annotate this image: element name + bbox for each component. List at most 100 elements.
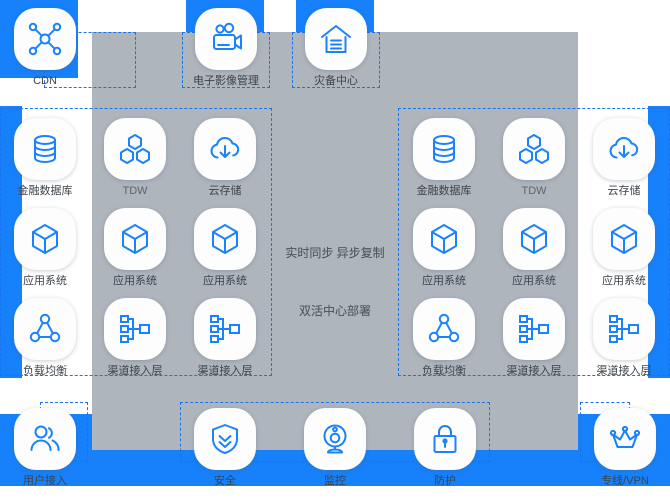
tile-r-app-2[interactable] [503, 208, 565, 270]
node-cdn[interactable]: CDN [0, 8, 90, 88]
lock-icon [428, 422, 462, 456]
cube-icon [517, 222, 551, 256]
node-b-vpn[interactable]: 专线/VPN [580, 408, 670, 488]
node-r-app-1[interactable]: 应用系统 [399, 208, 489, 288]
tile-r-app-1[interactable] [413, 208, 475, 270]
node-l-app-3[interactable]: 应用系统 [180, 208, 270, 288]
node-b-user[interactable]: 用户接入 [0, 408, 90, 488]
tile-b-sec[interactable] [194, 408, 256, 470]
tile-eimg[interactable] [195, 8, 257, 70]
node-r-fin-db[interactable]: 金融数据库 [399, 118, 489, 198]
crown-icon [608, 422, 642, 456]
node-l-app-1-label: 应用系统 [23, 275, 67, 287]
node-b-mon-label: 监控 [324, 475, 346, 487]
accent-block-right-c [648, 288, 670, 378]
node-l-app-3-label: 应用系统 [203, 275, 247, 287]
tile-r-app-3[interactable] [593, 208, 655, 270]
center-caption-dual: 双活中心部署 双活中心部署 [265, 304, 405, 319]
node-r-fin-db-label: 金融数据库 [416, 185, 472, 197]
tile-l-fin-db[interactable] [14, 118, 76, 180]
node-eimg[interactable]: 电子影像管理 [181, 8, 271, 88]
cube-icon [427, 222, 461, 256]
tile-r-ch-2[interactable] [593, 298, 655, 360]
tile-l-tdw[interactable] [104, 118, 166, 180]
center-caption-sync: 实时同步 异步复制 实时同步 异步复制 [265, 246, 405, 261]
node-b-guard[interactable]: 防护 [400, 408, 490, 488]
tile-cdn[interactable] [14, 8, 76, 70]
node-b-sec[interactable]: 安全 [180, 408, 270, 488]
node-l-ch-2-label: 渠道接入层 [197, 365, 253, 377]
node-b-mon[interactable]: 监控 [290, 408, 380, 488]
node-r-lb[interactable]: 负载均衡 [399, 298, 489, 378]
hexagon-cluster-icon [118, 132, 152, 166]
tile-l-cos[interactable] [194, 118, 256, 180]
cloud-download-icon [607, 132, 641, 166]
node-r-app-3[interactable]: 应用系统 [579, 208, 669, 288]
cube-icon [28, 222, 62, 256]
tile-b-guard[interactable] [414, 408, 476, 470]
cube-icon [118, 222, 152, 256]
node-l-app-1[interactable]: 应用系统 [0, 208, 90, 288]
node-l-tdw-label: TDW [122, 185, 148, 197]
tile-l-ch-2[interactable] [194, 298, 256, 360]
tile-l-app-1[interactable] [14, 208, 76, 270]
node-l-cos[interactable]: 云存储 [180, 118, 270, 198]
node-l-fin-db-label: 金融数据库 [17, 185, 73, 197]
video-camera-icon [208, 21, 244, 57]
tile-l-ch-1[interactable] [104, 298, 166, 360]
node-r-cos-label: 云存储 [607, 185, 641, 197]
node-cdn-label: CDN [33, 75, 57, 87]
center-caption-dual-text: 双活中心部署 [298, 304, 371, 318]
tile-r-cos[interactable] [593, 118, 655, 180]
tile-r-tdw[interactable] [503, 118, 565, 180]
shield-icon [208, 422, 242, 456]
node-l-tdw[interactable]: TDW [90, 118, 180, 198]
node-eimg-label: 电子影像管理 [193, 75, 259, 87]
tile-l-app-3[interactable] [194, 208, 256, 270]
node-r-app-2-label: 应用系统 [512, 275, 556, 287]
backdrop-plate [92, 32, 578, 450]
node-r-ch-2[interactable]: 渠道接入层 [579, 298, 669, 378]
camera-monitor-icon [318, 422, 352, 456]
tile-l-lb[interactable] [14, 298, 76, 360]
tile-dr-center[interactable] [305, 8, 367, 70]
node-dr-center[interactable]: 灾备中心 [291, 8, 381, 88]
node-l-app-2[interactable]: 应用系统 [90, 208, 180, 288]
node-r-app-1-label: 应用系统 [422, 275, 466, 287]
node-l-fin-db[interactable]: 金融数据库 [0, 118, 90, 198]
cloud-download-icon [208, 132, 242, 166]
center-caption-sync-shadow: 实时同步 异步复制 [285, 246, 385, 260]
cdn-network-icon [27, 21, 63, 57]
accent-block-right-b [648, 196, 670, 288]
node-l-cos-label: 云存储 [208, 185, 242, 197]
node-l-ch-2[interactable]: 渠道接入层 [180, 298, 270, 378]
node-l-lb[interactable]: 负载均衡 [0, 298, 90, 378]
database-icon [28, 132, 62, 166]
node-l-ch-1-label: 渠道接入层 [107, 365, 163, 377]
tile-b-vpn[interactable] [594, 408, 656, 470]
node-b-sec-label: 安全 [214, 475, 236, 487]
node-l-ch-1[interactable]: 渠道接入层 [90, 298, 180, 378]
node-r-ch-1-label: 渠道接入层 [506, 365, 562, 377]
tile-r-ch-1[interactable] [503, 298, 565, 360]
hierarchy-icon [118, 312, 152, 346]
node-r-tdw[interactable]: TDW [489, 118, 579, 198]
node-b-user-label: 用户接入 [23, 475, 67, 487]
node-r-cos[interactable]: 云存储 [579, 118, 669, 198]
tile-b-user[interactable] [14, 408, 76, 470]
hierarchy-icon [517, 312, 551, 346]
node-r-tdw-label: TDW [521, 185, 547, 197]
tile-b-mon[interactable] [304, 408, 366, 470]
node-r-ch-1[interactable]: 渠道接入层 [489, 298, 579, 378]
tile-r-fin-db[interactable] [413, 118, 475, 180]
node-r-app-2[interactable]: 应用系统 [489, 208, 579, 288]
tile-l-app-2[interactable] [104, 208, 166, 270]
node-b-guard-label: 防护 [434, 475, 456, 487]
node-l-app-2-label: 应用系统 [113, 275, 157, 287]
load-balance-icon [427, 312, 461, 346]
node-r-lb-label: 负载均衡 [422, 365, 466, 377]
load-balance-icon [28, 312, 62, 346]
tile-r-lb[interactable] [413, 298, 475, 360]
cube-icon [607, 222, 641, 256]
